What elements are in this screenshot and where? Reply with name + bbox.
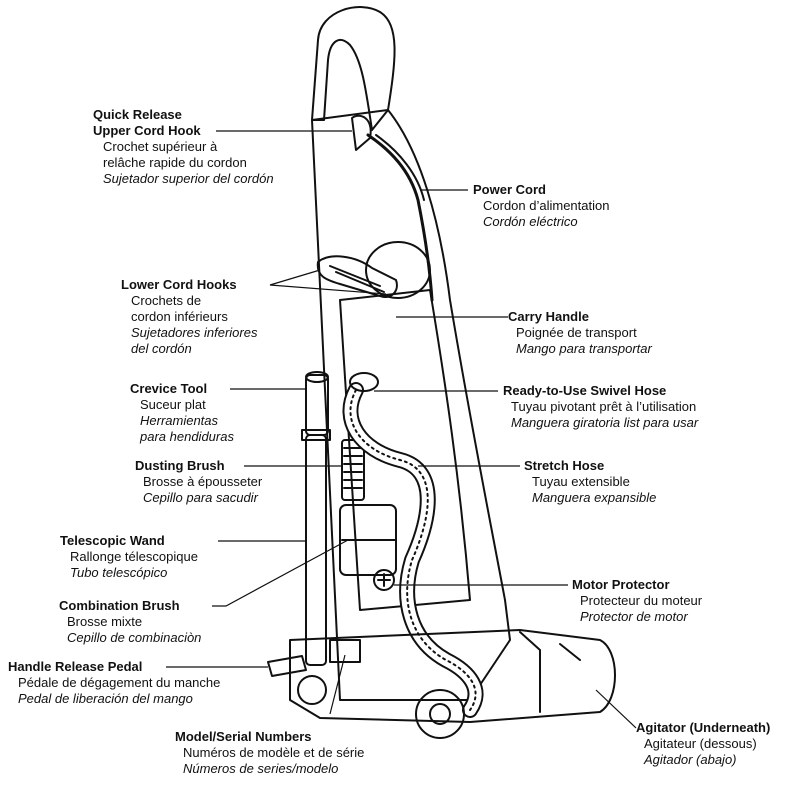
callout-crevice-tool: Crevice Tool Suceur plat Herramientas pa… <box>130 381 234 445</box>
label-en: Lower Cord Hooks <box>121 277 257 293</box>
label-es: Agitador (abajo) <box>644 752 770 768</box>
label-en: Model/Serial Numbers <box>175 729 364 745</box>
label-en: Ready-to-Use Swivel Hose <box>503 383 698 399</box>
label-en: Handle Release Pedal <box>8 659 220 675</box>
callout-telescopic-wand: Telescopic Wand Rallonge télescopique Tu… <box>60 533 198 581</box>
rear-wheel <box>416 690 464 738</box>
label-es: Sujetador superior del cordón <box>103 171 274 187</box>
front-wheel <box>298 676 326 704</box>
label-fr: Tuyau pivotant prêt à l’utilisation <box>511 399 698 415</box>
callout-combination-brush: Combination Brush Brosse mixte Cepillo d… <box>59 598 201 646</box>
callout-dusting-brush: Dusting Brush Brosse à épousseter Cepill… <box>135 458 262 506</box>
label-en: Dusting Brush <box>135 458 262 474</box>
label-es: Herramientas para hendiduras <box>140 413 234 445</box>
callout-carry-handle: Carry Handle Poignée de transport Mango … <box>508 309 652 357</box>
label-fr: Agitateur (dessous) <box>644 736 770 752</box>
leader-lower-hooks-1 <box>270 270 320 285</box>
leader-combination-brush <box>212 540 348 606</box>
label-en: Agitator (Underneath) <box>636 720 770 736</box>
leader-agitator <box>596 690 636 728</box>
callout-model-serial-numbers: Model/Serial Numbers Numéros de modèle e… <box>175 729 364 777</box>
label-es: Cepillo para sacudir <box>143 490 262 506</box>
label-en: Quick Release Upper Cord Hook <box>93 107 274 139</box>
label-fr: Poignée de transport <box>516 325 652 341</box>
label-en: Carry Handle <box>508 309 652 325</box>
callout-quick-release-upper-cord-hook: Quick Release Upper Cord Hook Crochet su… <box>93 107 274 187</box>
label-fr: Pédale de dégagement du manche <box>18 675 220 691</box>
callout-handle-release-pedal: Handle Release Pedal Pédale de dégagemen… <box>8 659 220 707</box>
label-es: Protector de motor <box>580 609 702 625</box>
label-en: Stretch Hose <box>524 458 656 474</box>
label-en: Combination Brush <box>59 598 201 614</box>
label-es: Manguera giratoria list para usar <box>511 415 698 431</box>
label-fr: Brosse à épousseter <box>143 474 262 490</box>
telescopic-wand-shape <box>306 435 326 665</box>
label-fr: Cordon d’alimentation <box>483 198 609 214</box>
label-es: Cepillo de combinaciòn <box>67 630 201 646</box>
label-fr: Crochets de cordon inférieurs <box>131 293 257 325</box>
callout-lower-cord-hooks: Lower Cord Hooks Crochets de cordon infé… <box>121 277 257 357</box>
label-es: Manguera expansible <box>532 490 656 506</box>
label-es: Cordón eléctrico <box>483 214 609 230</box>
serial-plate <box>330 640 360 662</box>
label-es: Números de series/modelo <box>183 761 364 777</box>
label-fr: Tuyau extensible <box>532 474 656 490</box>
label-es: Tubo telescópico <box>70 565 198 581</box>
power-cord <box>368 135 432 300</box>
label-es: Pedal de liberación del mango <box>18 691 220 707</box>
label-es: Mango para transportar <box>516 341 652 357</box>
label-en: Telescopic Wand <box>60 533 198 549</box>
label-es: Sujetadores inferiores del cordón <box>131 325 257 357</box>
callout-power-cord: Power Cord Cordon d’alimentation Cordón … <box>473 182 609 230</box>
label-fr: Protecteur du moteur <box>580 593 702 609</box>
label-fr: Brosse mixte <box>67 614 201 630</box>
label-en: Motor Protector <box>572 577 702 593</box>
callout-agitator-underneath: Agitator (Underneath) Agitateur (dessous… <box>636 720 770 768</box>
label-fr: Crochet supérieur à relâche rapide du co… <box>103 139 274 171</box>
callout-ready-to-use-swivel-hose: Ready-to-Use Swivel Hose Tuyau pivotant … <box>503 383 698 431</box>
upper-hook <box>352 116 371 150</box>
label-fr: Suceur plat <box>140 397 234 413</box>
label-fr: Rallonge télescopique <box>70 549 198 565</box>
callout-motor-protector: Motor Protector Protecteur du moteur Pro… <box>572 577 702 625</box>
callout-stretch-hose: Stretch Hose Tuyau extensible Manguera e… <box>524 458 656 506</box>
pedal <box>268 656 306 676</box>
swivel-connector <box>350 373 378 391</box>
label-en: Power Cord <box>473 182 609 198</box>
label-fr: Numéros de modèle et de série <box>183 745 364 761</box>
label-en: Crevice Tool <box>130 381 234 397</box>
